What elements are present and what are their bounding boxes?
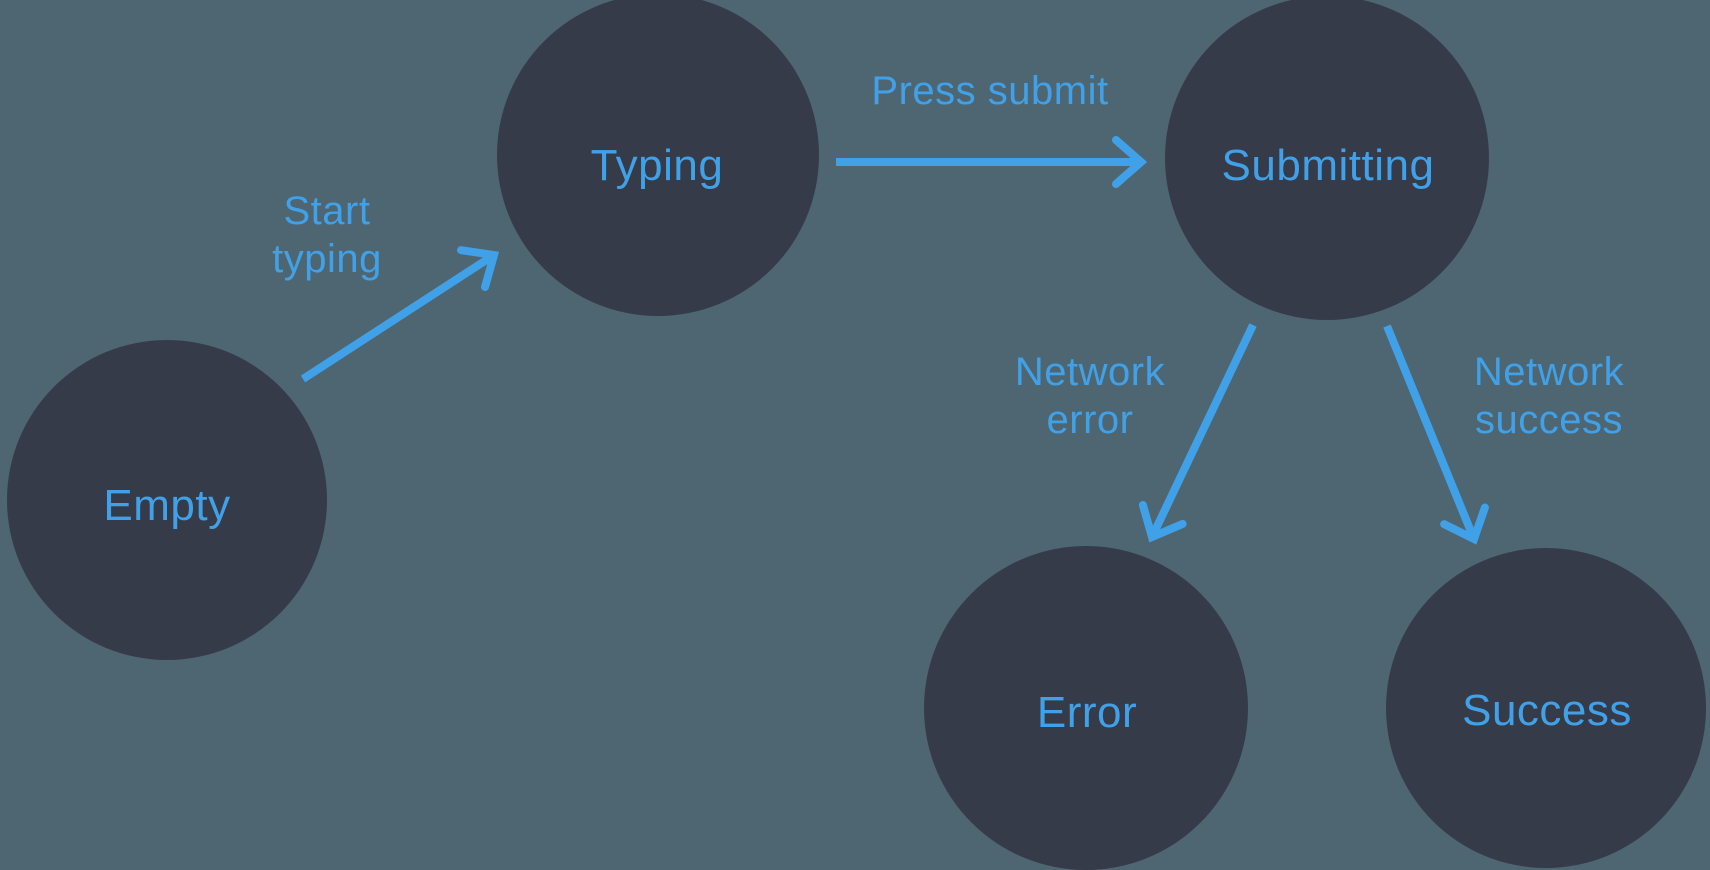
state-label-success: Success	[1462, 686, 1632, 735]
transition-press-submit: Press submit	[836, 69, 1148, 188]
state-label-submitting: Submitting	[1222, 141, 1435, 190]
transition-start-typing-arrow	[300, 246, 500, 383]
state-label-typing: Typing	[591, 141, 724, 190]
state-node-typing: Typing	[497, 0, 819, 316]
transition-network-success-label-line: success	[1475, 398, 1623, 442]
transition-network-error-label-line: Network	[1015, 350, 1166, 394]
state-circle-empty	[7, 340, 327, 660]
state-circle-typing	[497, 0, 819, 316]
state-node-empty: Empty	[7, 340, 327, 660]
transition-network-error-arrow	[1138, 323, 1257, 543]
transition-start-typing-label-line: Start	[284, 189, 371, 233]
transition-network-error-label-line: error	[1047, 398, 1134, 442]
transition-press-submit-label: Press submit	[871, 69, 1108, 113]
state-node-success: Success	[1386, 548, 1706, 868]
state-circle-submitting	[1165, 0, 1489, 320]
state-circle-error	[924, 546, 1248, 870]
state-node-submitting: Submitting	[1165, 0, 1489, 320]
transition-start-typing-label-line: typing	[272, 237, 382, 281]
transition-press-submit-label-line: Press submit	[871, 69, 1108, 113]
state-label-error: Error	[1037, 688, 1137, 737]
transition-network-success-arrow	[1383, 324, 1489, 545]
state-node-error: Error	[924, 546, 1248, 870]
transition-network-success-label-line: Network	[1474, 350, 1625, 394]
state-label-empty: Empty	[103, 481, 230, 530]
state-circle-success	[1386, 548, 1706, 868]
